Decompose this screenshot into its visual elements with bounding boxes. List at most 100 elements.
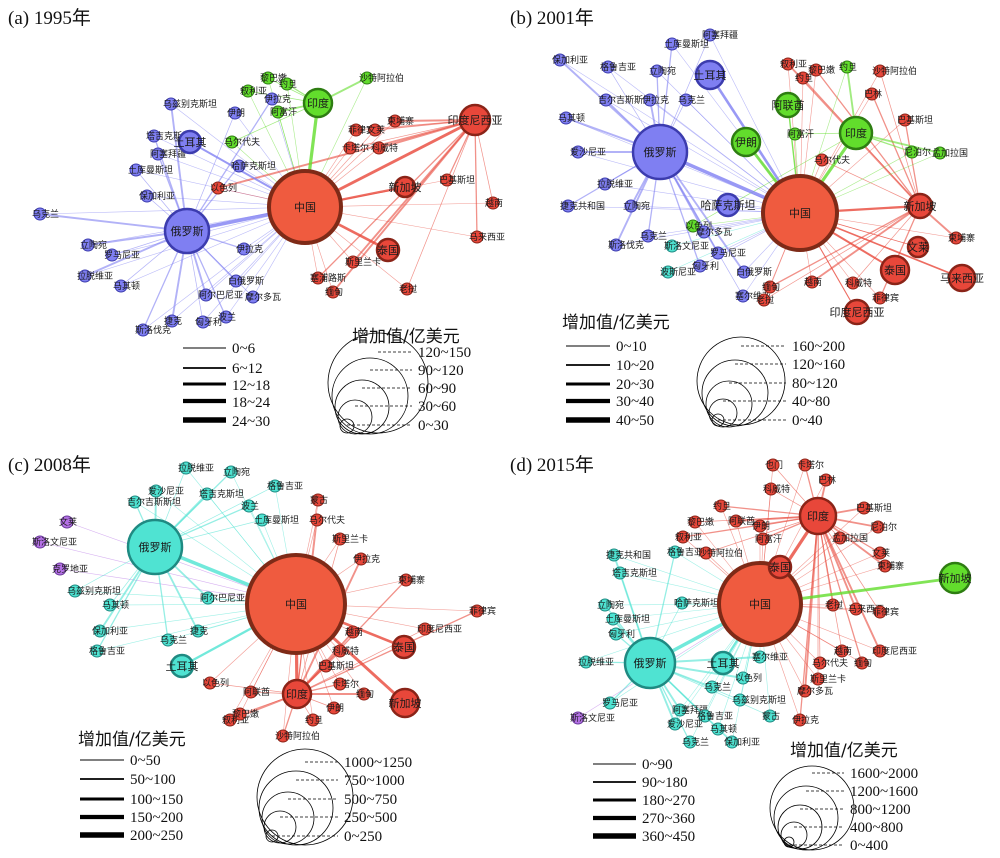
edge-to-hub [374, 119, 476, 131]
hub-node: 印度 [302, 87, 334, 119]
country-node: 越南 [345, 625, 363, 639]
hub-label: 新加坡 [939, 571, 972, 585]
country-node: 巴基斯坦 [439, 173, 475, 187]
country-label: 柬埔寨 [948, 232, 975, 244]
country-node: 阿尔巴尼亚 [198, 288, 243, 302]
country-label: 罗马尼亚 [104, 250, 140, 261]
country-label: 白俄罗斯 [736, 266, 772, 278]
country-node: 尼泊尔 [870, 520, 897, 534]
country-node: 印度尼西亚 [417, 622, 462, 636]
legend-a-edge-2: 12~18 [232, 378, 270, 394]
country-label: 约旦 [839, 61, 857, 73]
country-node: 卡塔尔 [332, 677, 359, 691]
hub-label: 土耳其 [174, 136, 207, 149]
hub-node: 泰国 [391, 634, 417, 660]
country-node: 格鲁吉亚 [600, 60, 636, 74]
legend-b-node-4: 0~40 [792, 413, 823, 429]
country-node: 卡塔尔 [797, 458, 824, 472]
country-label: 沙特阿拉伯 [872, 65, 917, 77]
country-label: 乌克兰 [678, 94, 705, 106]
country-label: 伊拉克 [264, 93, 291, 105]
hub-node: 文莱 [906, 235, 930, 259]
country-label: 也门 [765, 459, 783, 471]
hub-label: 泰国 [377, 243, 399, 257]
country-label: 蒙古 [762, 710, 780, 722]
country-label: 斯洛伐克 [135, 324, 171, 336]
country-node: 黎巴嫩 [232, 707, 259, 721]
country-label: 以色列 [202, 677, 229, 689]
country-node: 也门 [765, 458, 783, 472]
country-node: 缅甸 [356, 687, 374, 701]
country-label: 柬埔寨 [877, 560, 904, 572]
legend-d-node-4: 0~400 [850, 838, 888, 854]
edge-to-hub [296, 610, 478, 695]
hub-node: 印度尼西亚 [448, 103, 503, 137]
country-node: 叙利亚 [780, 57, 807, 71]
country-label: 阿联酋 [728, 515, 755, 527]
country-node: 吉尔吉斯斯坦 [598, 93, 652, 107]
country-node: 菲律宾 [872, 291, 899, 305]
edge-to-hub [811, 205, 921, 283]
country-label: 印度尼西亚 [872, 645, 917, 657]
country-node: 乌克兰 [678, 93, 705, 107]
country-node: 约旦 [713, 499, 731, 513]
legend-a-node-1: 90~120 [418, 363, 464, 379]
country-label: 立陶宛 [80, 239, 107, 251]
country-node: 波兰 [218, 310, 236, 324]
country-node: 拉脱维亚 [597, 177, 633, 191]
country-node: 马尔代夫 [309, 513, 345, 527]
legend-a-nodes [327, 332, 429, 435]
country-label: 阿塞拜疆 [150, 148, 186, 160]
legend-d-node-2: 800~1200 [850, 802, 911, 818]
country-node: 柬埔寨 [948, 231, 975, 245]
country-label: 约旦 [795, 72, 813, 84]
country-label: 摩尔多瓦 [245, 291, 281, 303]
hub-node: 新加坡 [389, 687, 422, 719]
country-node: 越南 [485, 196, 503, 210]
country-label: 阿尔巴尼亚 [198, 289, 243, 301]
country-node: 爱沙尼亚 [570, 145, 606, 159]
country-node: 黎巴嫩 [260, 71, 287, 85]
country-node: 伊朗 [227, 106, 245, 120]
country-label: 黎巴嫩 [687, 516, 714, 528]
hub-label: 新加坡 [904, 199, 937, 213]
country-node: 匈牙利 [692, 259, 719, 273]
country-label: 叙利亚 [780, 58, 807, 70]
country-node: 科威特 [845, 276, 872, 290]
country-node: 立陶宛 [623, 199, 650, 213]
country-node: 沙特阿拉伯 [698, 546, 743, 560]
hub-node: 阿联酋 [772, 91, 805, 119]
country-label: 文莱 [59, 516, 77, 528]
country-label: 蒙古 [310, 494, 328, 506]
country-node: 乌克兰 [682, 735, 709, 749]
legend-c-edge-3: 150~200 [130, 810, 183, 826]
country-label: 格鲁吉亚 [89, 645, 125, 657]
country-node: 斯洛伐克 [608, 238, 644, 252]
country-label: 乌克兰 [682, 736, 709, 748]
country-node: 卡塔尔 [342, 141, 369, 155]
country-label: 土库曼斯坦 [128, 164, 173, 176]
country-label: 伊朗 [227, 107, 245, 119]
country-label: 立陶宛 [649, 65, 676, 77]
hub-node: 印度 [798, 496, 838, 536]
hub-label: 俄罗斯 [644, 146, 677, 159]
hub-label: 中国 [285, 598, 307, 611]
hub-label: 伊朗 [735, 136, 757, 149]
country-node: 乌克兰 [704, 680, 731, 694]
country-label: 马尔代夫 [224, 136, 260, 148]
legend-b: 增加值/亿美元 0~10 10~20 20~30 30~40 40~50 [562, 313, 845, 429]
edge-to-hub [39, 213, 188, 232]
hub-label: 土耳其 [694, 69, 727, 82]
legend-b-nodes [696, 336, 786, 428]
legend-a-node-0: 120~150 [418, 345, 471, 361]
country-node: 塞尔维亚 [752, 650, 788, 664]
country-label: 菲律宾 [872, 292, 899, 304]
country-node: 沙特阿拉伯 [275, 729, 320, 743]
country-label: 斯里兰卡 [332, 533, 368, 545]
country-node: 伊拉克 [353, 552, 380, 566]
country-node: 约旦 [279, 77, 297, 91]
country-node: 伊拉克 [264, 92, 291, 106]
country-node: 巴林 [864, 87, 882, 101]
country-label: 卡塔尔 [797, 459, 824, 471]
country-node: 柬埔寨 [877, 559, 904, 573]
